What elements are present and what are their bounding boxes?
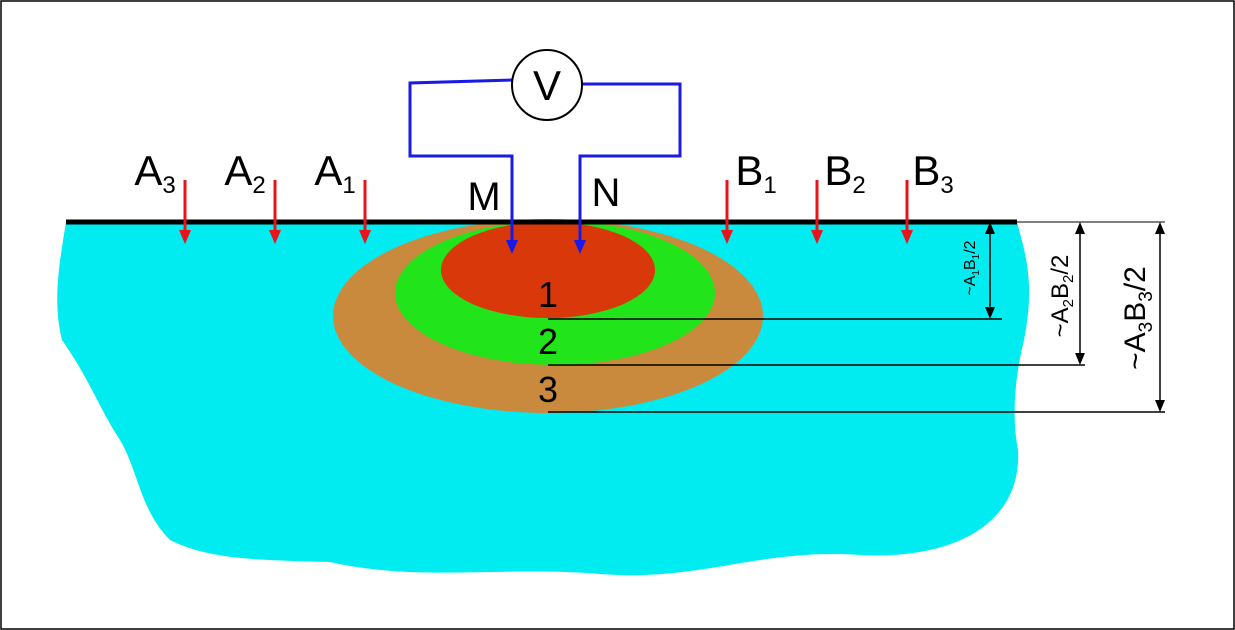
depth-label-1: ~A1B1/2	[962, 240, 982, 295]
current-electrode-labels: A3 A2 A1 B1 B2 B3	[134, 147, 953, 199]
depth-label-3: ~A3B3/2	[1119, 266, 1157, 370]
electrode-b2-arrow	[811, 180, 823, 244]
electrode-label-a3: A3	[134, 147, 175, 199]
depth-label-2: ~A2B2/2	[1047, 255, 1077, 338]
potential-circuit	[408, 78, 682, 254]
zone-label-1: 1	[538, 274, 558, 315]
electrode-label-b2: B2	[824, 147, 865, 199]
electrode-b1-arrow	[721, 180, 733, 244]
electrode-label-a2: A2	[224, 147, 265, 199]
electrode-a2-arrow	[269, 180, 281, 244]
voltmeter-symbol: V	[533, 62, 561, 109]
current-electrode-arrows	[179, 180, 913, 244]
circuit-wire-m	[408, 78, 514, 246]
dimension-arrow-1	[985, 222, 995, 319]
dimension-arrow-3	[1155, 222, 1165, 412]
circuit-wire-n	[578, 82, 682, 246]
depth-labels: ~A1B1/2 ~A2B2/2 ~A3B3/2	[962, 240, 1157, 370]
electrode-label-b1: B1	[735, 147, 776, 199]
electrode-m-arrowhead	[506, 240, 518, 254]
electrode-label-b3: B3	[912, 147, 953, 199]
electrode-a3-arrow	[179, 180, 191, 244]
electrode-label-a1: A1	[314, 147, 355, 199]
zone-1-region	[441, 222, 655, 318]
zone-label-2: 2	[538, 321, 558, 362]
dimension-arrow-2	[1075, 222, 1085, 365]
voltmeter-icon: V	[511, 49, 583, 121]
electrode-b3-arrow	[901, 180, 913, 244]
electrode-n-arrowhead	[574, 240, 586, 254]
electrode-a1-arrow	[359, 180, 371, 244]
electrode-label-n: N	[592, 171, 621, 215]
electrode-label-m: M	[467, 175, 500, 219]
zone-label-3: 3	[538, 369, 558, 410]
